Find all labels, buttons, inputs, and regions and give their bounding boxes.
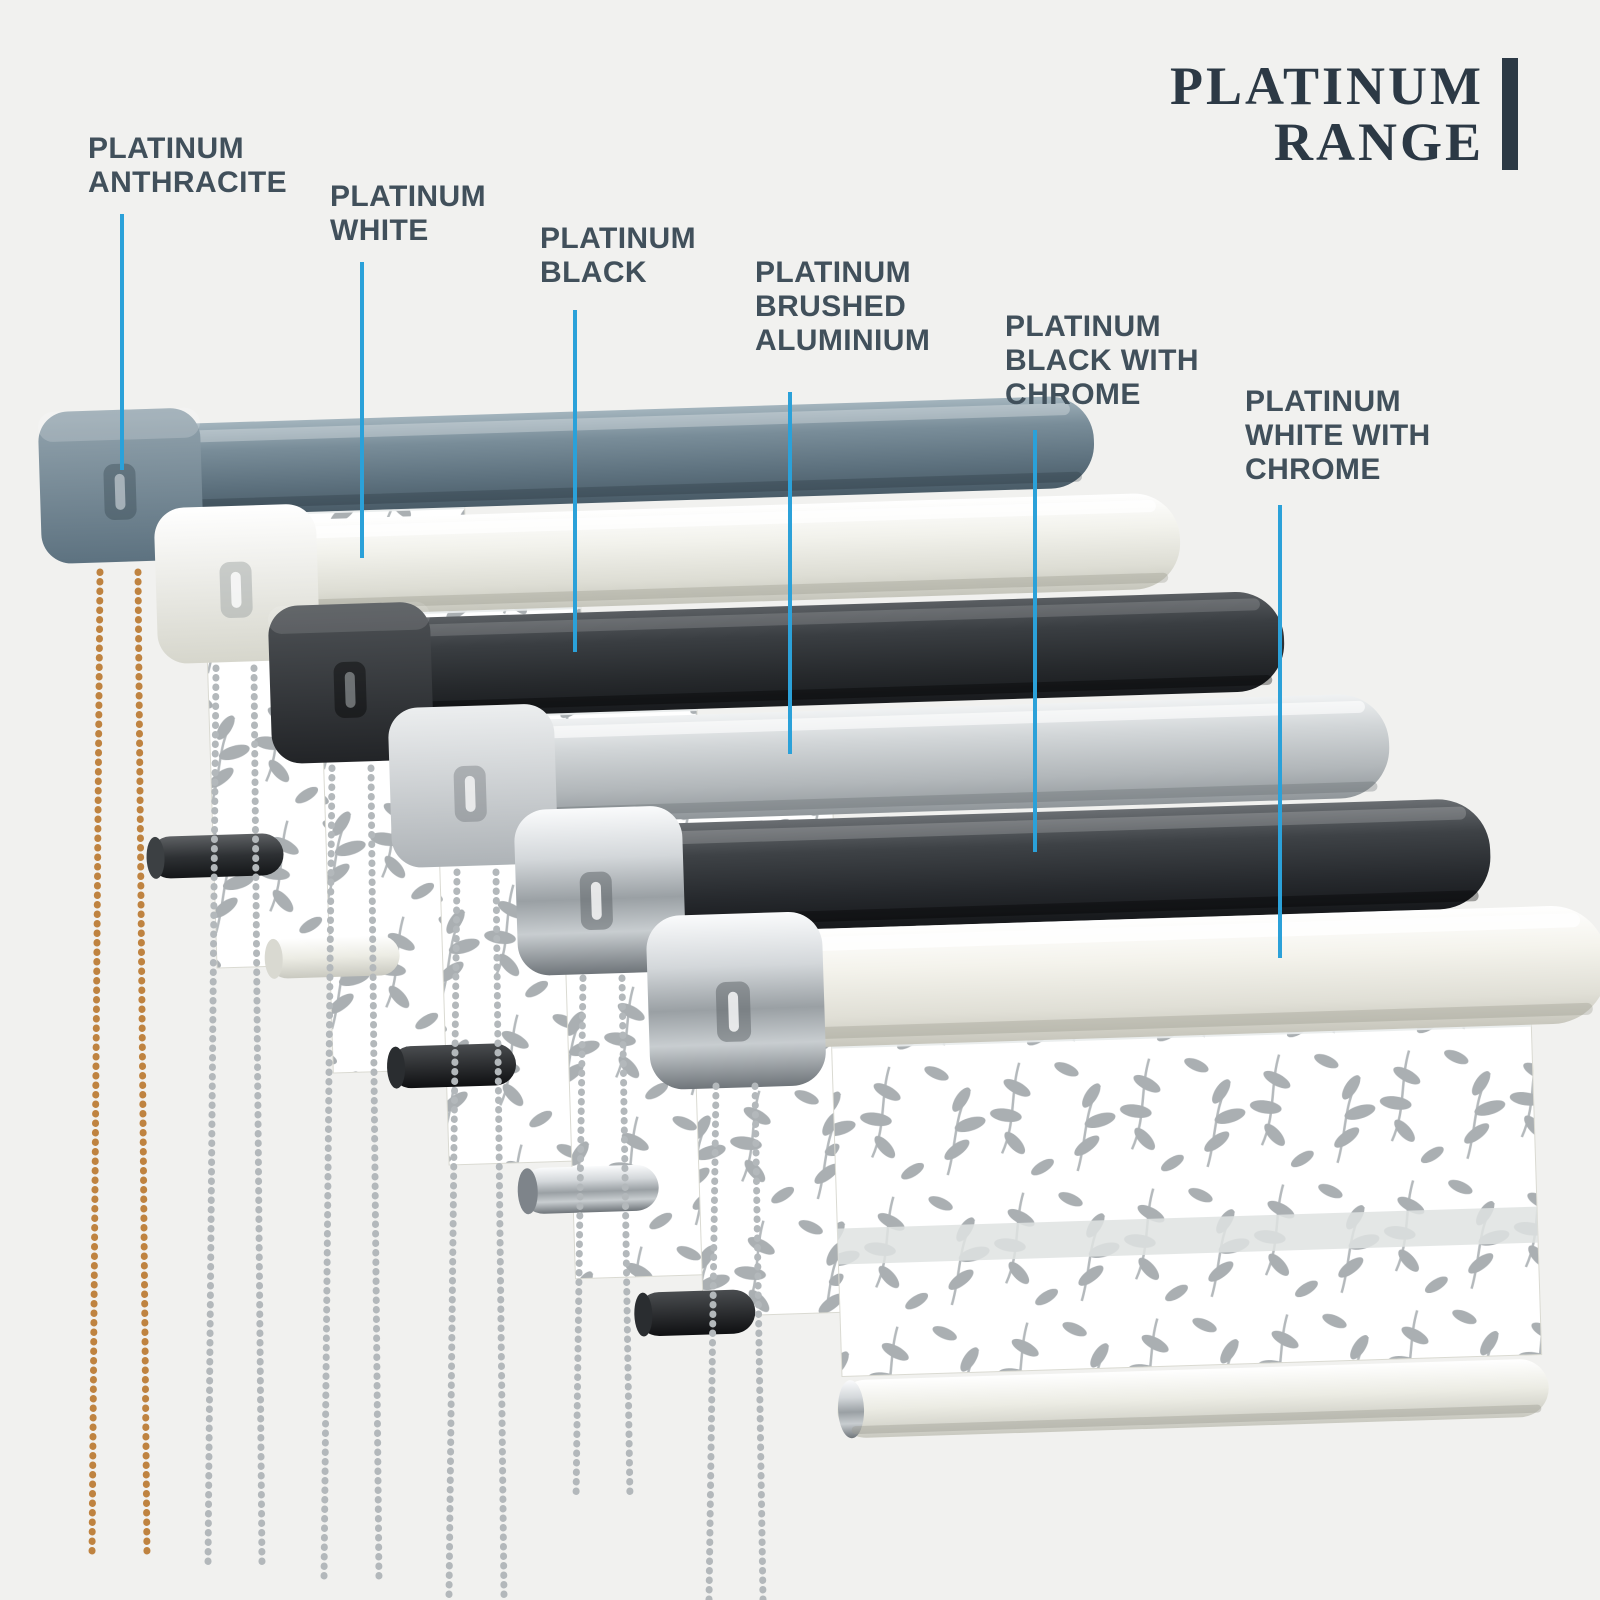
leader-line-white bbox=[360, 262, 364, 558]
label-platinum-anthracite: PLATINUM ANTHRACITE bbox=[88, 132, 287, 199]
leader-line-black-with-chrome bbox=[1033, 430, 1037, 852]
blind-platinum-white-with-chrome bbox=[646, 906, 1600, 1439]
endcap-chrome bbox=[514, 806, 686, 976]
chain-white-chrome bbox=[705, 1082, 720, 1600]
brand-title-text: PLATINUM RANGE bbox=[1170, 58, 1484, 170]
endcap bbox=[388, 704, 558, 868]
label-platinum-white: PLATINUM WHITE bbox=[330, 180, 486, 247]
chain-anthracite bbox=[134, 568, 151, 1560]
label-platinum-white-with-chrome: PLATINUM WHITE WITH CHROME bbox=[1245, 385, 1431, 486]
headrail bbox=[605, 799, 1491, 934]
bottom-bar bbox=[637, 1289, 756, 1337]
headrail bbox=[359, 591, 1285, 719]
label-platinum-black-with-chrome: PLATINUM BLACK WITH CHROME bbox=[1005, 310, 1199, 411]
bottom-bar bbox=[390, 1043, 517, 1089]
chain-black-chrome bbox=[572, 974, 587, 1504]
chain-aluminium bbox=[445, 868, 461, 1600]
headrail bbox=[129, 396, 1095, 517]
brand-title: PLATINUM RANGE bbox=[1170, 58, 1518, 170]
brand-title-line2: RANGE bbox=[1273, 112, 1484, 173]
bottom-bar bbox=[267, 935, 400, 979]
chain-black bbox=[367, 764, 383, 1584]
chain-aluminium bbox=[492, 868, 508, 1600]
chain-white bbox=[204, 664, 220, 1568]
chain-black-chrome bbox=[618, 974, 634, 1504]
brand-title-line1: PLATINUM bbox=[1170, 56, 1484, 116]
bead-chains bbox=[88, 568, 767, 1600]
fabric-panel bbox=[830, 998, 1543, 1378]
leader-line-anthracite bbox=[120, 214, 124, 470]
leader-line-brushed-aluminium bbox=[788, 392, 792, 754]
bottom-bar bbox=[520, 1164, 659, 1214]
bottom-bar bbox=[837, 1359, 1549, 1438]
endcap-chrome bbox=[646, 911, 826, 1090]
label-platinum-brushed-aluminium: PLATINUM BRUSHED ALUMINIUM bbox=[755, 256, 931, 357]
chain-white-chrome bbox=[751, 1082, 767, 1600]
chain-black bbox=[320, 764, 336, 1584]
chain-anthracite bbox=[88, 568, 104, 1560]
chain-white bbox=[250, 664, 266, 1568]
blind-platinum-white bbox=[154, 493, 1181, 1074]
leader-line-black bbox=[573, 310, 577, 652]
brand-accent-bar bbox=[1502, 58, 1518, 170]
label-platinum-black: PLATINUM BLACK bbox=[540, 222, 696, 289]
leader-line-white-with-chrome bbox=[1278, 505, 1282, 958]
